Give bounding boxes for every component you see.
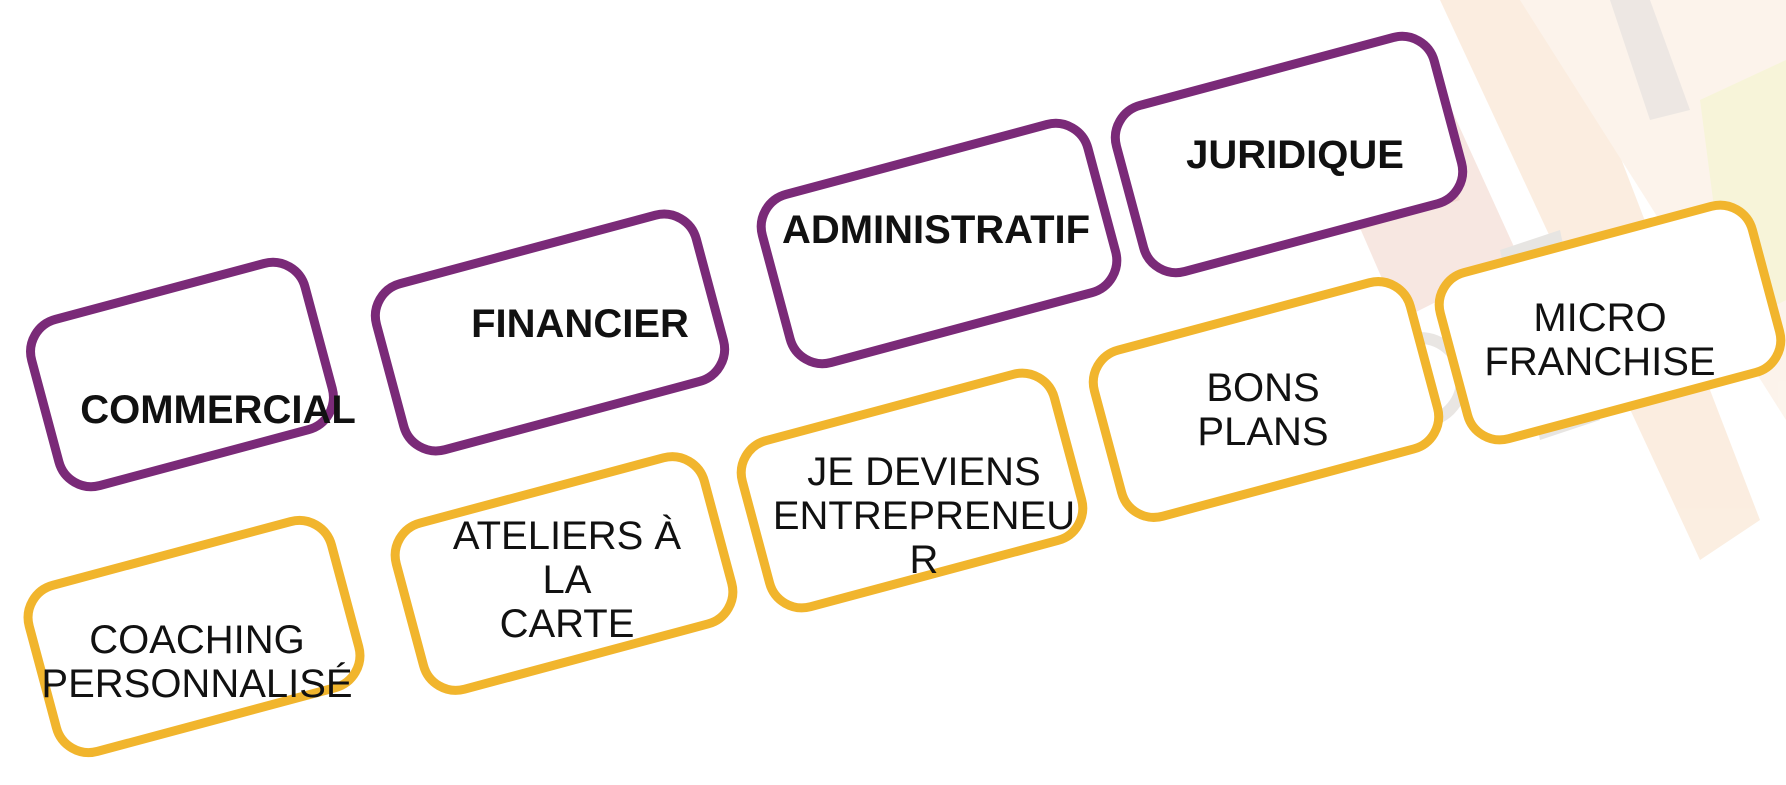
tile-bons-plans-label: BONS PLANS [1197,366,1329,454]
tile-ateliers-label: ATELIERS À LA CARTE [452,514,682,646]
tile-entrepreneur-label: JE DEVIENS ENTREPRENEU R [772,450,1076,582]
tile-coaching-label: COACHING PERSONNALISÉ [41,618,353,706]
tile-juridique-label: JURIDIQUE [1186,133,1404,177]
tile-commercial-label: COMMERCIAL [80,388,356,432]
tile-financier-label: FINANCIER [471,302,689,346]
tile-administratif-label: ADMINISTRATIF [781,208,1091,252]
tile-micro-franchise-label: MICRO FRANCHISE [1484,296,1716,384]
